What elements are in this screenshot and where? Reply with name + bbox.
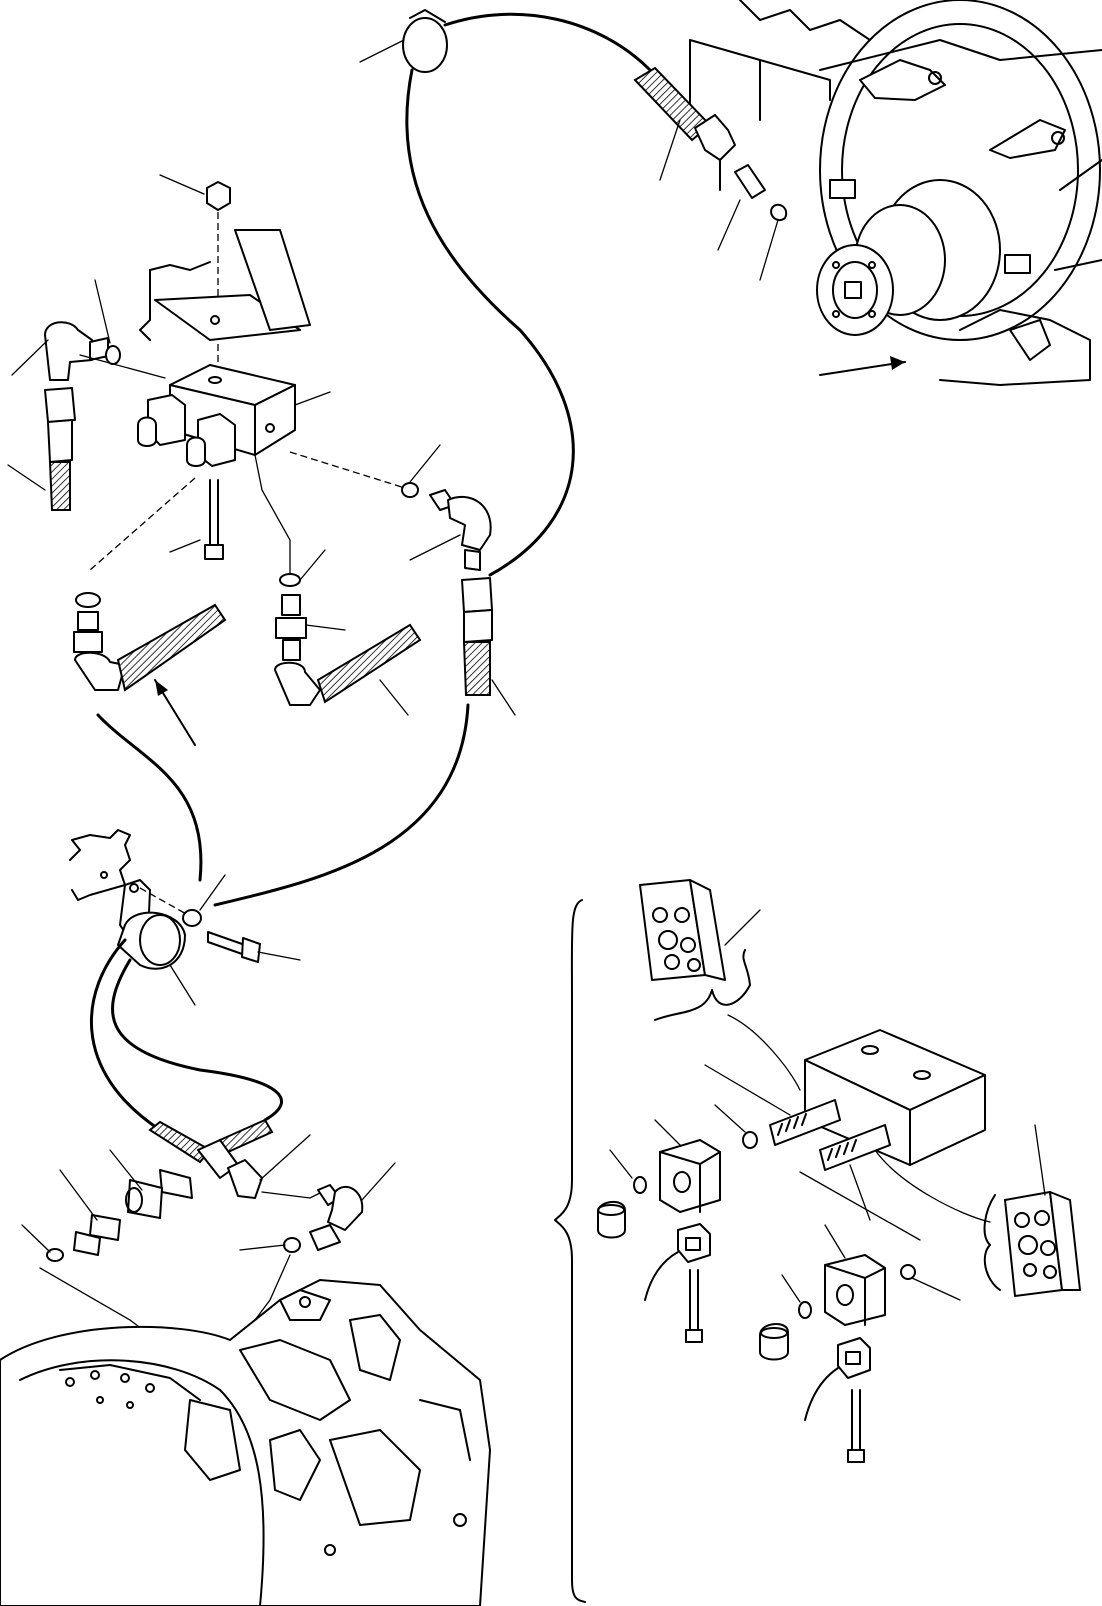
mounting-nut <box>159 174 231 211</box>
right-port-fitting <box>289 444 516 716</box>
lower-hose-fittings <box>148 1118 396 1253</box>
left-lower-fitting <box>73 477 227 746</box>
hose-end-fitting-top <box>633 66 788 281</box>
hose-lower-loop-inner <box>111 958 284 1122</box>
transmission-housing-bottom <box>0 1279 491 1606</box>
hose-right-sweep <box>213 703 470 907</box>
detail-cartridge-upper <box>704 1064 841 1149</box>
hose-left-sweep <box>96 713 203 882</box>
center-fitting-stack <box>254 454 422 716</box>
mid-bolt-washer <box>139 874 301 963</box>
hose-clamp <box>359 9 448 73</box>
detail-cartridge-lower <box>799 1124 921 1241</box>
arrow-indicator-top-right <box>819 356 906 376</box>
lower-left-fittings <box>21 1149 193 1262</box>
solenoid-valve-block <box>137 364 331 467</box>
transmission-housing-top <box>689 0 1102 386</box>
hose-lower-loop-outer <box>89 938 162 1132</box>
left-elbow-fitting <box>7 279 121 511</box>
detail-brace <box>554 899 586 1603</box>
long-hose-loop <box>405 68 575 577</box>
seal-kit-card-top <box>639 879 761 1021</box>
leader-valve-left <box>79 354 166 379</box>
detail-coil-upper <box>597 1119 721 1343</box>
detail-coil-lower <box>759 1224 961 1463</box>
mounting-bolt <box>169 479 224 560</box>
long-hose-upper <box>443 12 652 72</box>
mounting-bracket <box>139 229 311 341</box>
seal-kit-card-bottom <box>983 1124 1081 1297</box>
hose-clamp-block <box>117 911 196 1006</box>
